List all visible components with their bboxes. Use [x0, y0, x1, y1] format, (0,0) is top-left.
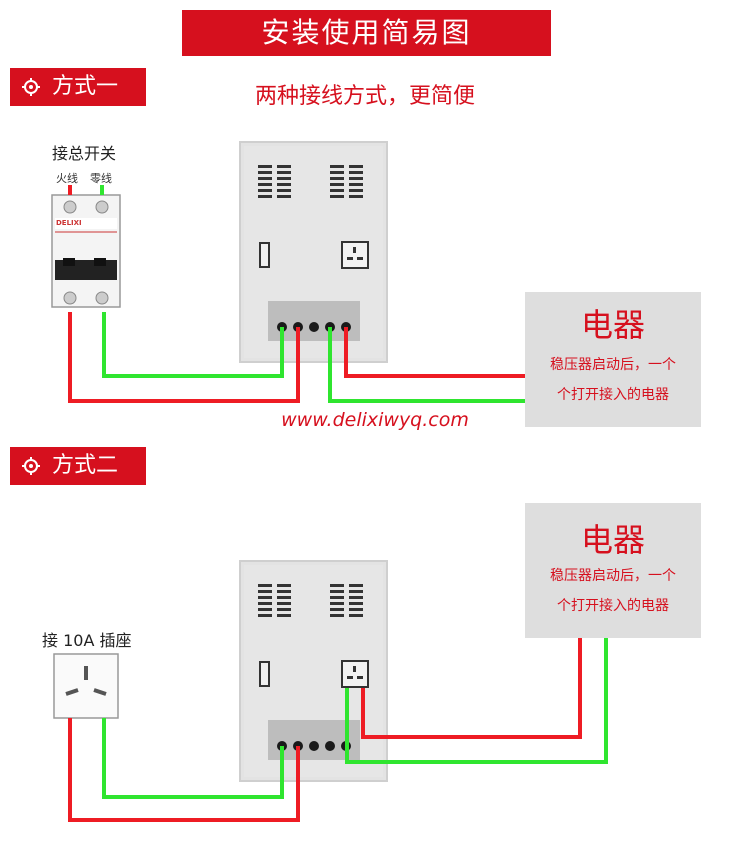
crosshair-icon: [22, 457, 40, 475]
outlet-icon: [341, 660, 369, 688]
appliance-note-line1: 稳压器启动后，一个: [550, 357, 676, 373]
section-tag-method-two: 方式二: [10, 447, 146, 485]
crosshair-icon: [22, 78, 40, 96]
outlet-icon: [341, 241, 369, 269]
stabilizer-unit-2: [239, 560, 388, 782]
neutral-wire-appliance: [328, 327, 525, 403]
vent-grille-left: [258, 165, 291, 198]
appliance-note-line2: 个打开接入的电器: [557, 387, 669, 403]
circuit-breaker: [51, 185, 121, 308]
appliance-box-method-one: 电器 稳压器启动后，一个 个打开接入的电器: [525, 292, 701, 427]
section-tag-method-one: 方式一: [10, 68, 146, 106]
neutral-wire-breaker: [102, 312, 284, 378]
breaker-label: 接总开关: [52, 144, 117, 163]
stabilizer-unit-1: [239, 141, 388, 363]
section-tag-label: 方式二: [52, 453, 119, 478]
appliance-title: 电器: [580, 306, 645, 344]
wires-method-1: [68, 312, 525, 403]
breaker-brand-logo: DELIXI: [56, 219, 82, 227]
live-wire-breaker: [68, 312, 300, 403]
neutral-wire-socket: [102, 718, 284, 799]
subtitle: 两种接线方式，更简便: [254, 84, 475, 109]
vent-grille-left: [258, 584, 291, 617]
neutral-wire-label: 零线: [90, 172, 112, 185]
live-wire-socket: [68, 718, 300, 822]
live-wire-label: 火线: [56, 172, 78, 185]
appliance-note-line1: 稳压器启动后，一个: [550, 568, 676, 584]
vent-grille-right: [330, 584, 363, 617]
power-switch-icon: [259, 661, 270, 687]
appliance-note-line2: 个打开接入的电器: [557, 598, 669, 614]
section-tag-label: 方式一: [52, 74, 119, 99]
live-wire-appliance: [361, 638, 582, 739]
appliance-box-method-two: 电器 稳压器启动后，一个 个打开接入的电器: [525, 503, 701, 638]
wall-socket-icon: [53, 653, 119, 719]
page-title: 安装使用简易图: [182, 10, 551, 56]
power-switch-icon: [259, 242, 270, 268]
neutral-wire-appliance: [345, 638, 608, 764]
appliance-title: 电器: [580, 521, 645, 559]
live-wire-appliance: [344, 327, 525, 378]
vent-grille-right: [330, 165, 363, 198]
website-link[interactable]: www.delixiwyq.com: [281, 409, 469, 431]
wires-method-2: [68, 638, 608, 822]
socket-label: 接 10A 插座: [42, 631, 132, 650]
